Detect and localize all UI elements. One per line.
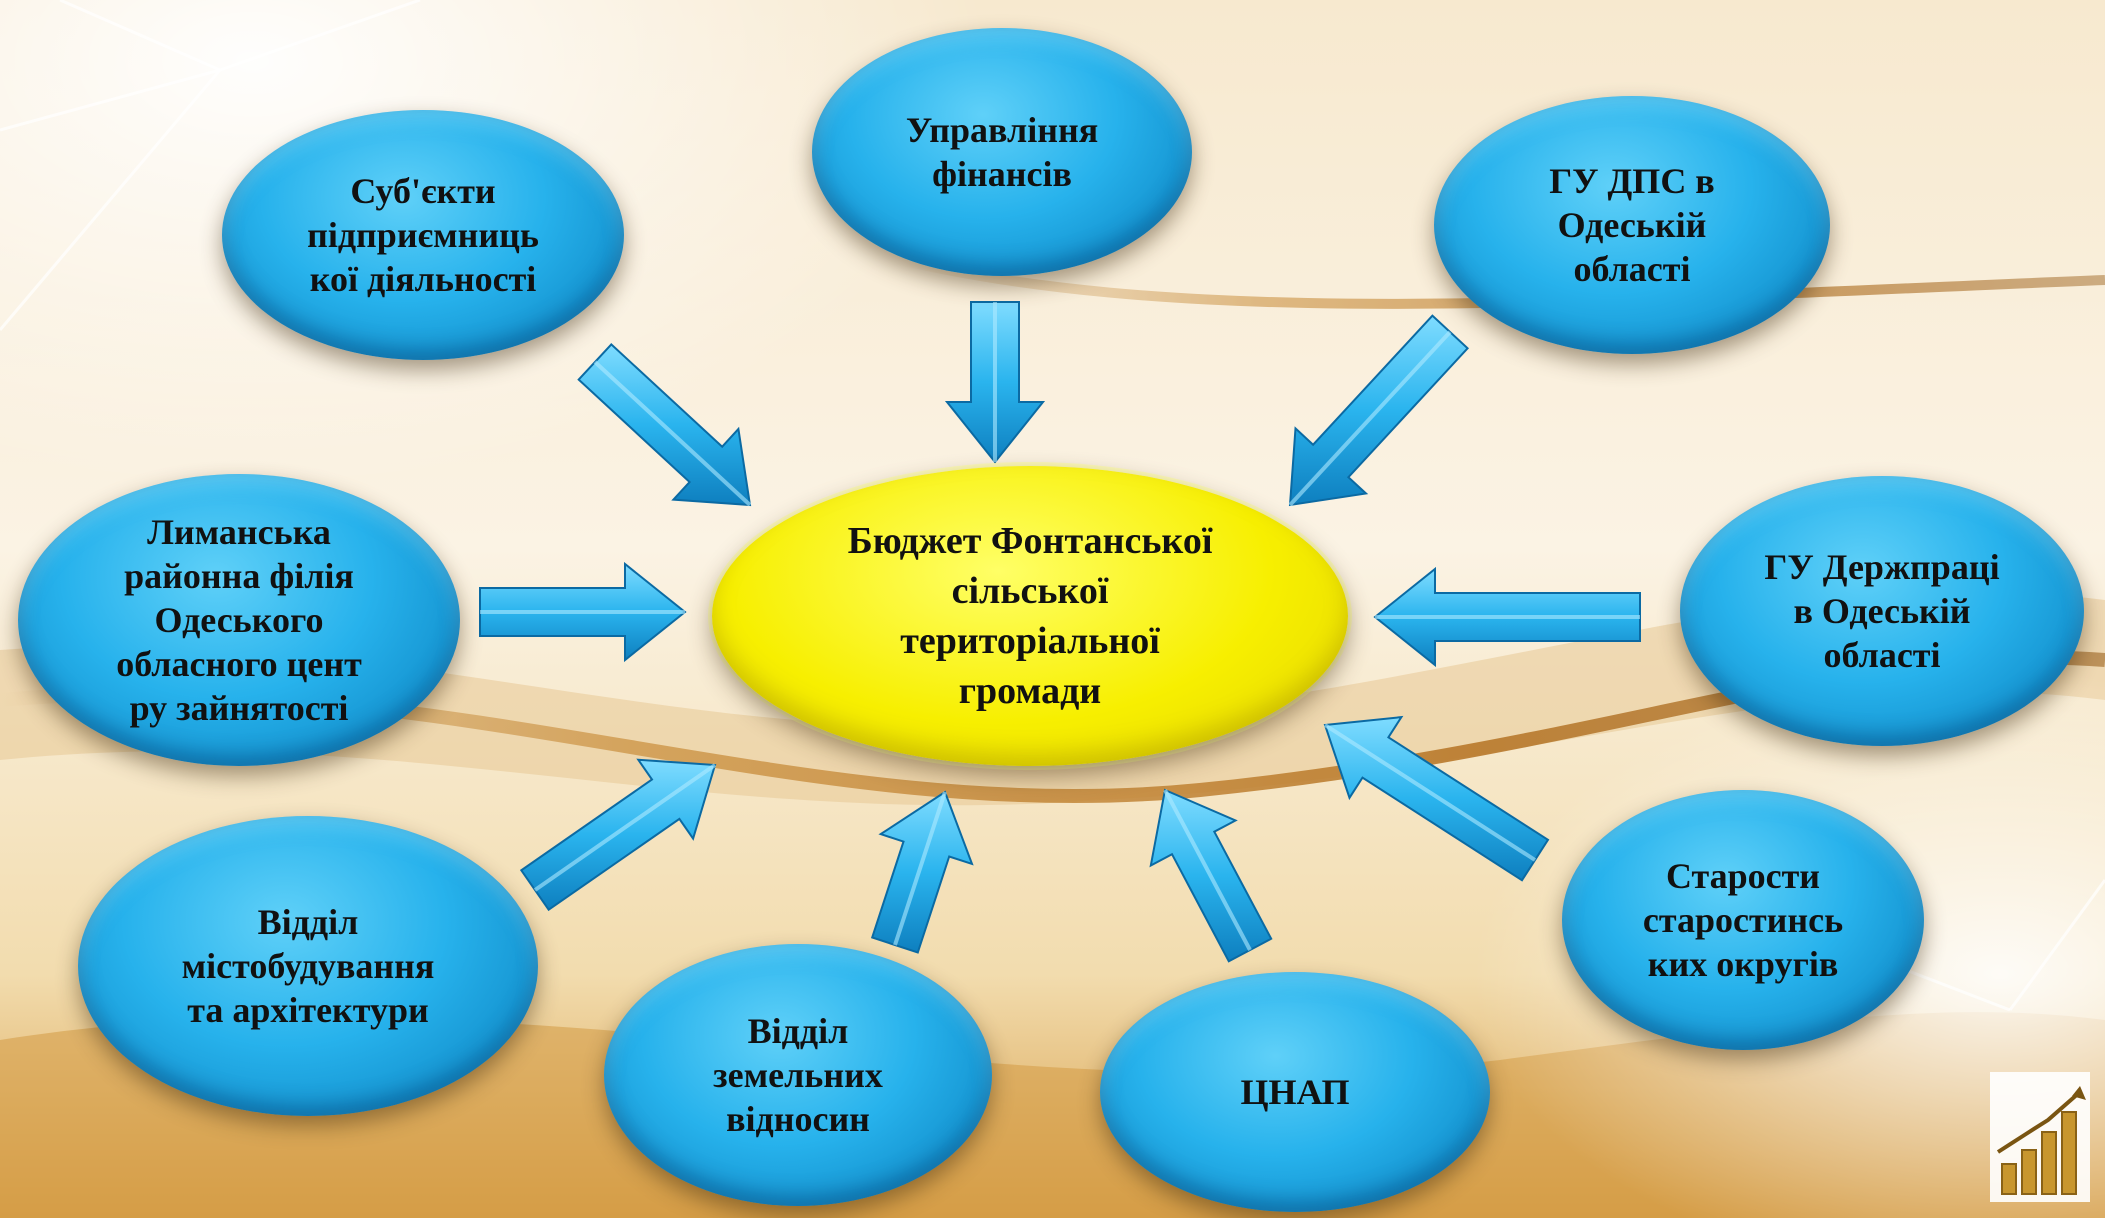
node-employment-label: Лиманська районна філія Одеського обласн… xyxy=(116,512,362,728)
node-employment: Лиманська районна філія Одеського обласн… xyxy=(18,474,460,766)
node-cnap: ЦНАП xyxy=(1100,972,1490,1212)
node-subjects-label: Суб'єкти підприємниць кої діяльності xyxy=(307,171,539,299)
node-finance-label: Управління фінансів xyxy=(905,110,1099,194)
node-derzhpraci-label: ГУ Держпраці в Одеській області xyxy=(1764,547,2000,675)
growth-chart-icon xyxy=(1990,1072,2090,1202)
node-subjects: Суб'єкти підприємниць кої діяльності xyxy=(222,110,624,360)
budget-center-node: Бюджет Фонтанської сільської територіаль… xyxy=(712,466,1348,766)
budget-center-label: Бюджет Фонтанської сільської територіаль… xyxy=(847,520,1213,712)
arrow-from-urban-highlight xyxy=(533,763,717,892)
node-land-label: Відділ земельних відносин xyxy=(713,1011,883,1139)
node-urban-label: Відділ містобудування та архітектури xyxy=(181,902,435,1030)
node-land: Відділ земельних відносин xyxy=(604,944,992,1206)
node-dps: ГУ ДПС в Одеській області xyxy=(1434,96,1830,354)
arrow-from-starosty-highlight xyxy=(1323,723,1537,862)
arrow-from-cnap-highlight xyxy=(1163,789,1252,951)
node-starosty-label: Старости старостинсь ких округів xyxy=(1642,856,1844,984)
arrow-from-land xyxy=(870,790,974,954)
node-finance: Управління фінансів xyxy=(812,28,1192,276)
arrow-from-dps-highlight xyxy=(1288,330,1452,507)
node-dps-label: ГУ ДПС в Одеській області xyxy=(1549,161,1715,289)
node-urban: Відділ містобудування та архітектури xyxy=(78,816,538,1116)
node-derzhpraci: ГУ Держпраці в Одеській області xyxy=(1680,476,2084,746)
arrow-from-urban xyxy=(519,758,717,912)
node-cnap-label: ЦНАП xyxy=(1240,1072,1350,1112)
arrow-from-subjects-highlight xyxy=(593,360,752,507)
arrow-from-land-highlight xyxy=(893,791,947,946)
node-starosty: Старости старостинсь ких округів xyxy=(1562,790,1924,1050)
